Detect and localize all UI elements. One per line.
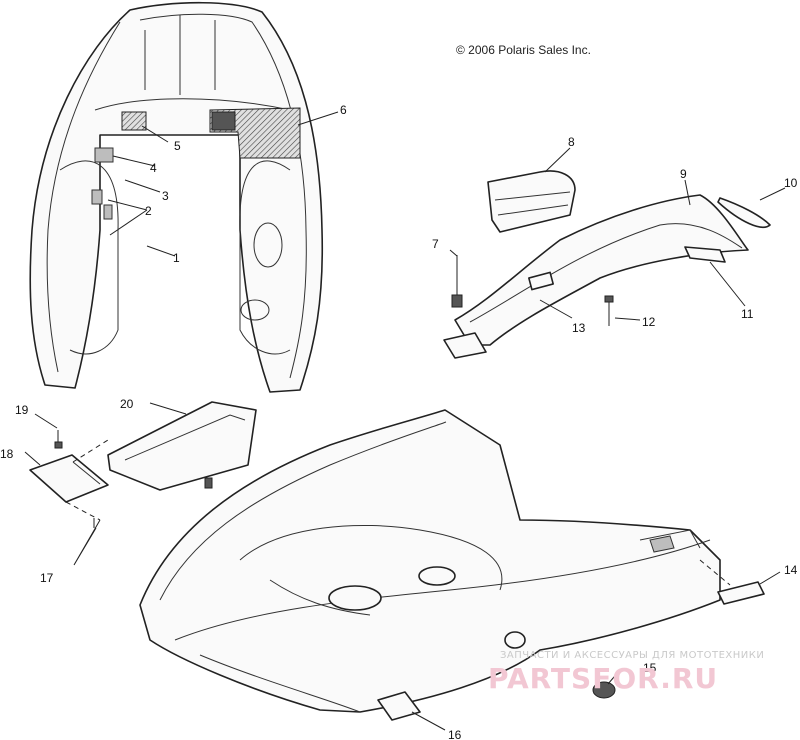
side-parts (443, 170, 771, 359)
callout-7: 7 (432, 237, 439, 251)
leader-lines (24, 111, 786, 731)
callout-2: 2 (145, 204, 152, 218)
callout-12: 12 (642, 315, 656, 329)
callout-14: 14 (784, 563, 798, 577)
callout-4: 4 (150, 161, 157, 175)
callout-15: 15 (643, 661, 657, 675)
watermark-tagline: ЗАПЧАСТИ И АКСЕССУАРЫ ДЛЯ МОТОТЕХНИКИ (500, 650, 764, 661)
callout-8: 8 (568, 135, 575, 149)
lower-left-panels (29, 401, 257, 528)
callout-3: 3 (162, 189, 169, 203)
copyright-notice: © 2006 Polaris Sales Inc. (456, 43, 591, 57)
callout-labels: 1 2 3 4 5 6 7 8 9 10 11 12 13 14 15 16 1… (0, 103, 798, 740)
hood-lower-view (139, 409, 765, 721)
callout-13: 13 (572, 321, 586, 335)
callout-11: 11 (741, 307, 754, 321)
callout-5: 5 (174, 139, 181, 153)
callout-9: 9 (680, 167, 687, 181)
callout-1: 1 (173, 251, 180, 265)
watermark-brand: PARTSFOR.RU (488, 662, 718, 695)
hood-upper-view (29, 1, 324, 393)
callout-18: 18 (0, 447, 14, 461)
callout-6: 6 (340, 103, 347, 117)
callout-10: 10 (784, 176, 798, 190)
callout-19: 19 (15, 403, 29, 417)
callout-20: 20 (120, 397, 134, 411)
watermark: ЗАПЧАСТИ И АКСЕССУАРЫ ДЛЯ МОТОТЕХНИКИ PA… (488, 650, 764, 695)
callout-17: 17 (40, 571, 54, 585)
callout-16: 16 (448, 728, 462, 740)
